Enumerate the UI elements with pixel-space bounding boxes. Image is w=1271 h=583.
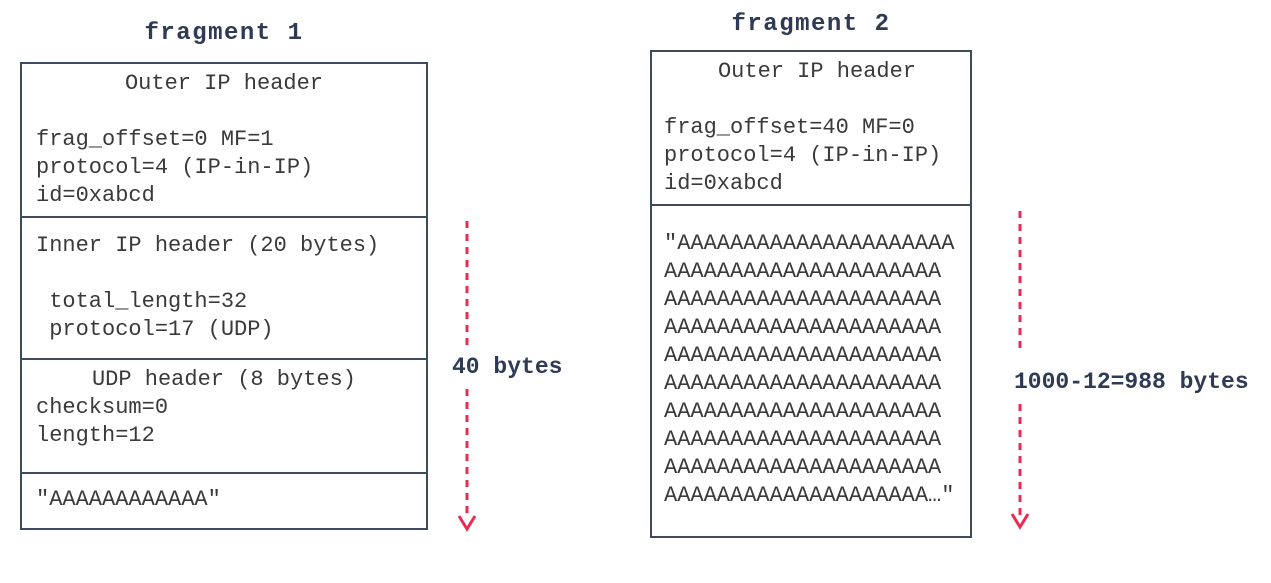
length-field: length=12 <box>36 423 155 448</box>
fragment2-size-label: 1000-12=988 bytes <box>1014 369 1249 395</box>
outer-ip-heading: Outer IP header <box>717 59 917 84</box>
spacer-line <box>22 98 426 126</box>
fragment2-payload-section: "AAAAAAAAAAAAAAAAAAAAA AAAAAAAAAAAAAAAAA… <box>652 204 970 536</box>
fragment1-udp-header-section: UDP header (8 bytes) checksum=0 length=1… <box>22 358 426 472</box>
fragment1-inner-ip-header-section: Inner IP header (20 bytes) total_length=… <box>22 216 426 358</box>
dashed-down-arrow-fragment2 <box>1010 211 1030 530</box>
payload-line: AAAAAAAAAAAAAAAAAAAAA <box>664 343 942 368</box>
payload-line: AAAAAAAAAAAAAAAAAAAAA <box>664 427 942 452</box>
protocol-field: protocol=4 (IP-in-IP) <box>664 143 942 168</box>
frag-offset-field: frag_offset=40 MF=0 <box>664 115 915 140</box>
fragment1-box: Outer IP header frag_offset=0 MF=1 proto… <box>20 62 428 530</box>
id-field: id=0xabcd <box>36 183 155 208</box>
fragment2-box: Outer IP header frag_offset=40 MF=0 prot… <box>650 50 972 538</box>
fragment1-payload-section: "AAAAAAAAAAAA" <box>22 472 426 528</box>
outer-ip-heading: Outer IP header <box>124 71 324 96</box>
fragment1-size-label: 40 bytes <box>452 354 563 380</box>
fragment2-title: fragment 2 <box>731 11 891 38</box>
payload-line: AAAAAAAAAAAAAAAAAAAAA <box>664 455 942 480</box>
inner-ip-heading: Inner IP header (20 bytes) <box>36 233 380 258</box>
payload-line: AAAAAAAAAAAAAAAAAAAAA <box>664 371 942 396</box>
dashed-down-arrow-fragment1 <box>457 221 477 532</box>
frag-offset-field: frag_offset=0 MF=1 <box>36 127 274 152</box>
protocol-field: protocol=4 (IP-in-IP) <box>36 155 314 180</box>
payload-line: AAAAAAAAAAAAAAAAAAAAA <box>664 287 942 312</box>
fragment2-outer-ip-header-section: Outer IP header frag_offset=40 MF=0 prot… <box>652 52 970 204</box>
payload-line: AAAAAAAAAAAAAAAAAAAA…" <box>664 483 955 508</box>
id-field: id=0xabcd <box>664 171 783 196</box>
spacer-line <box>22 260 426 288</box>
protocol-field: protocol=17 (UDP) <box>36 317 274 342</box>
payload-line: "AAAAAAAAAAAAAAAAAAAAA <box>664 231 955 256</box>
fragment1-title: fragment 1 <box>144 20 304 47</box>
total-length-field: total_length=32 <box>36 289 248 314</box>
payload-line: AAAAAAAAAAAAAAAAAAAAA <box>664 259 942 284</box>
fragment1-outer-ip-header-section: Outer IP header frag_offset=0 MF=1 proto… <box>22 64 426 216</box>
udp-heading: UDP header (8 bytes) <box>91 367 357 392</box>
checksum-field: checksum=0 <box>36 395 169 420</box>
payload-line: AAAAAAAAAAAAAAAAAAAAA <box>664 315 942 340</box>
payload-line: AAAAAAAAAAAAAAAAAAAAA <box>664 399 942 424</box>
spacer-line <box>652 86 970 114</box>
payload-text: "AAAAAAAAAAAA" <box>36 487 221 512</box>
